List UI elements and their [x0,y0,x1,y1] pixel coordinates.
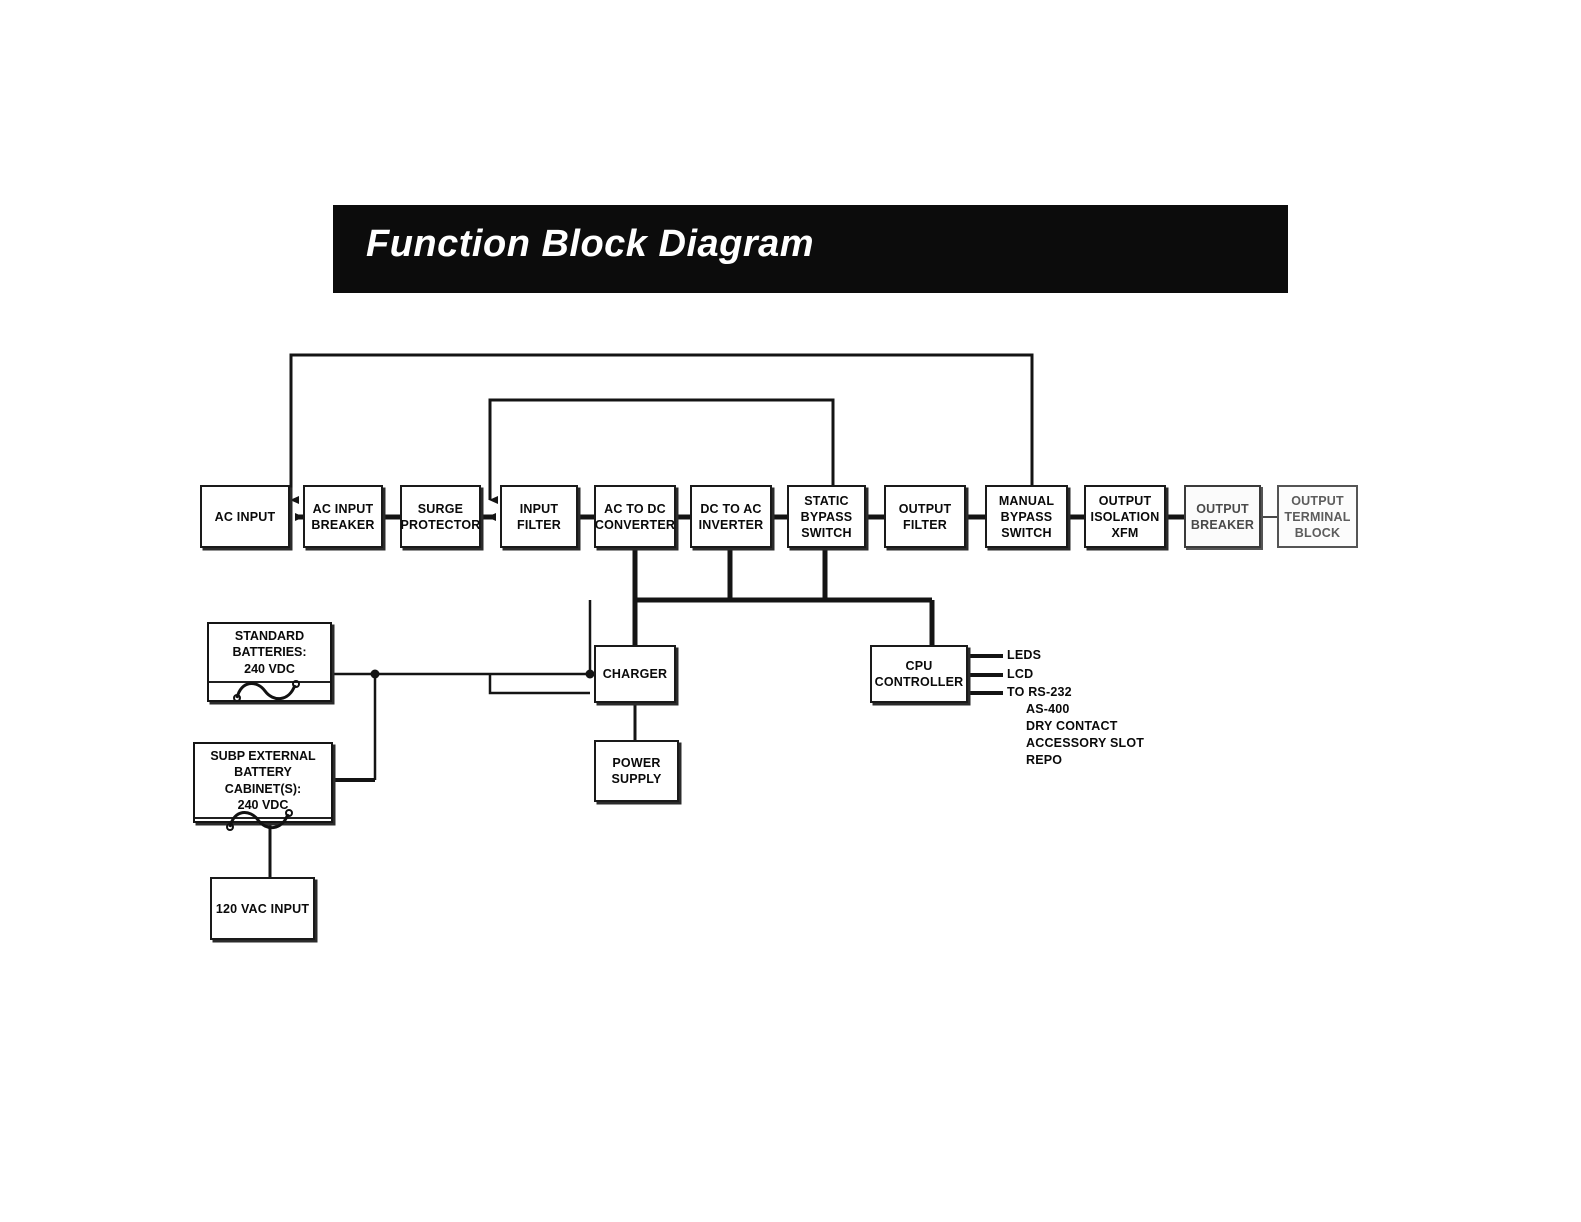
cpu-output-as-400: AS-400 [1026,702,1070,716]
block-cpu-controller[interactable]: CPU CONTROLLER [870,645,968,703]
block-output-breaker-label: OUTPUT BREAKER [1190,501,1255,532]
battery-sine-symbol [195,809,331,831]
block-output-filter-label: OUTPUT FILTER [898,501,952,532]
block-output-terminal-block-label: OUTPUT TERMINAL BLOCK [1284,493,1351,540]
block-output-breaker[interactable]: OUTPUT BREAKER [1184,485,1261,548]
block-120-vac-input[interactable]: 120 VAC INPUT [210,877,315,940]
page-title: Function Block Diagram [366,223,815,265]
block-subp-external-battery-cabinets[interactable]: SUBP EXTERNAL BATTERY CABINET(S): 240 VD… [193,742,333,831]
block-output-isolation-xfm-label: OUTPUT ISOLATION XFM [1090,493,1160,540]
cpu-output-rs232: TO RS-232 [1007,685,1072,699]
page-title-banner: Function Block Diagram [333,205,1288,293]
block-input-filter[interactable]: INPUT FILTER [500,485,578,548]
block-subp-external-battery-cabinets-label: SUBP EXTERNAL BATTERY CABINET(S): 240 VD… [195,744,331,819]
wire-static-bypass-loop [488,398,835,504]
block-surge-protector[interactable]: SURGE PROTECTOR [400,485,481,548]
block-standard-batteries-label: STANDARD BATTERIES: 240 VDC [209,624,330,683]
wire-battery-bus [332,600,595,782]
block-ac-input-breaker[interactable]: AC INPUT BREAKER [303,485,383,548]
block-cpu-controller-label: CPU CONTROLLER [874,659,964,689]
block-ac-input-breaker-label: AC INPUT BREAKER [311,501,375,532]
block-output-isolation-xfm[interactable]: OUTPUT ISOLATION XFM [1084,485,1166,548]
block-manual-bypass-switch-label: MANUAL BYPASS SWITCH [998,493,1055,540]
block-ac-input[interactable]: AC INPUT [200,485,290,548]
wire-cpu-outputs [968,654,1003,695]
block-static-bypass-switch[interactable]: STATIC BYPASS SWITCH [787,485,866,548]
block-manual-bypass-switch[interactable]: MANUAL BYPASS SWITCH [985,485,1068,548]
block-standard-batteries[interactable]: STANDARD BATTERIES: 240 VDC [207,622,332,703]
cpu-output-repo: REPO [1026,753,1063,767]
block-ac-input-label: AC INPUT [214,509,276,524]
wire-control-bus [632,548,935,645]
wire-manual-bypass-loop [289,353,1034,504]
cpu-output-accessory-slot: ACCESSORY SLOT [1026,736,1145,750]
block-output-terminal-block[interactable]: OUTPUT TERMINAL BLOCK [1277,485,1358,548]
block-ac-to-dc-converter[interactable]: AC TO DC CONVERTER [594,485,676,548]
battery-sine-symbol [209,680,330,703]
block-power-supply-label: POWER SUPPLY [611,756,662,786]
block-charger-label: CHARGER [602,667,668,681]
cpu-output-leds: LEDS [1007,648,1042,662]
cpu-output-dry-contact: DRY CONTACT [1026,719,1118,733]
block-output-filter[interactable]: OUTPUT FILTER [884,485,966,548]
block-static-bypass-switch-label: STATIC BYPASS SWITCH [800,493,853,540]
block-ac-to-dc-converter-label: AC TO DC CONVERTER [594,501,676,532]
block-dc-to-ac-inverter[interactable]: DC TO AC INVERTER [690,485,772,548]
cpu-output-lcd: LCD [1007,667,1034,681]
block-surge-protector-label: SURGE PROTECTOR [400,501,481,532]
block-dc-to-ac-inverter-label: DC TO AC INVERTER [698,501,764,532]
block-charger[interactable]: CHARGER [594,645,676,703]
block-input-filter-label: INPUT FILTER [516,501,562,532]
block-power-supply[interactable]: POWER SUPPLY [594,740,679,802]
block-120-vac-input-label: 120 VAC INPUT [215,901,310,916]
